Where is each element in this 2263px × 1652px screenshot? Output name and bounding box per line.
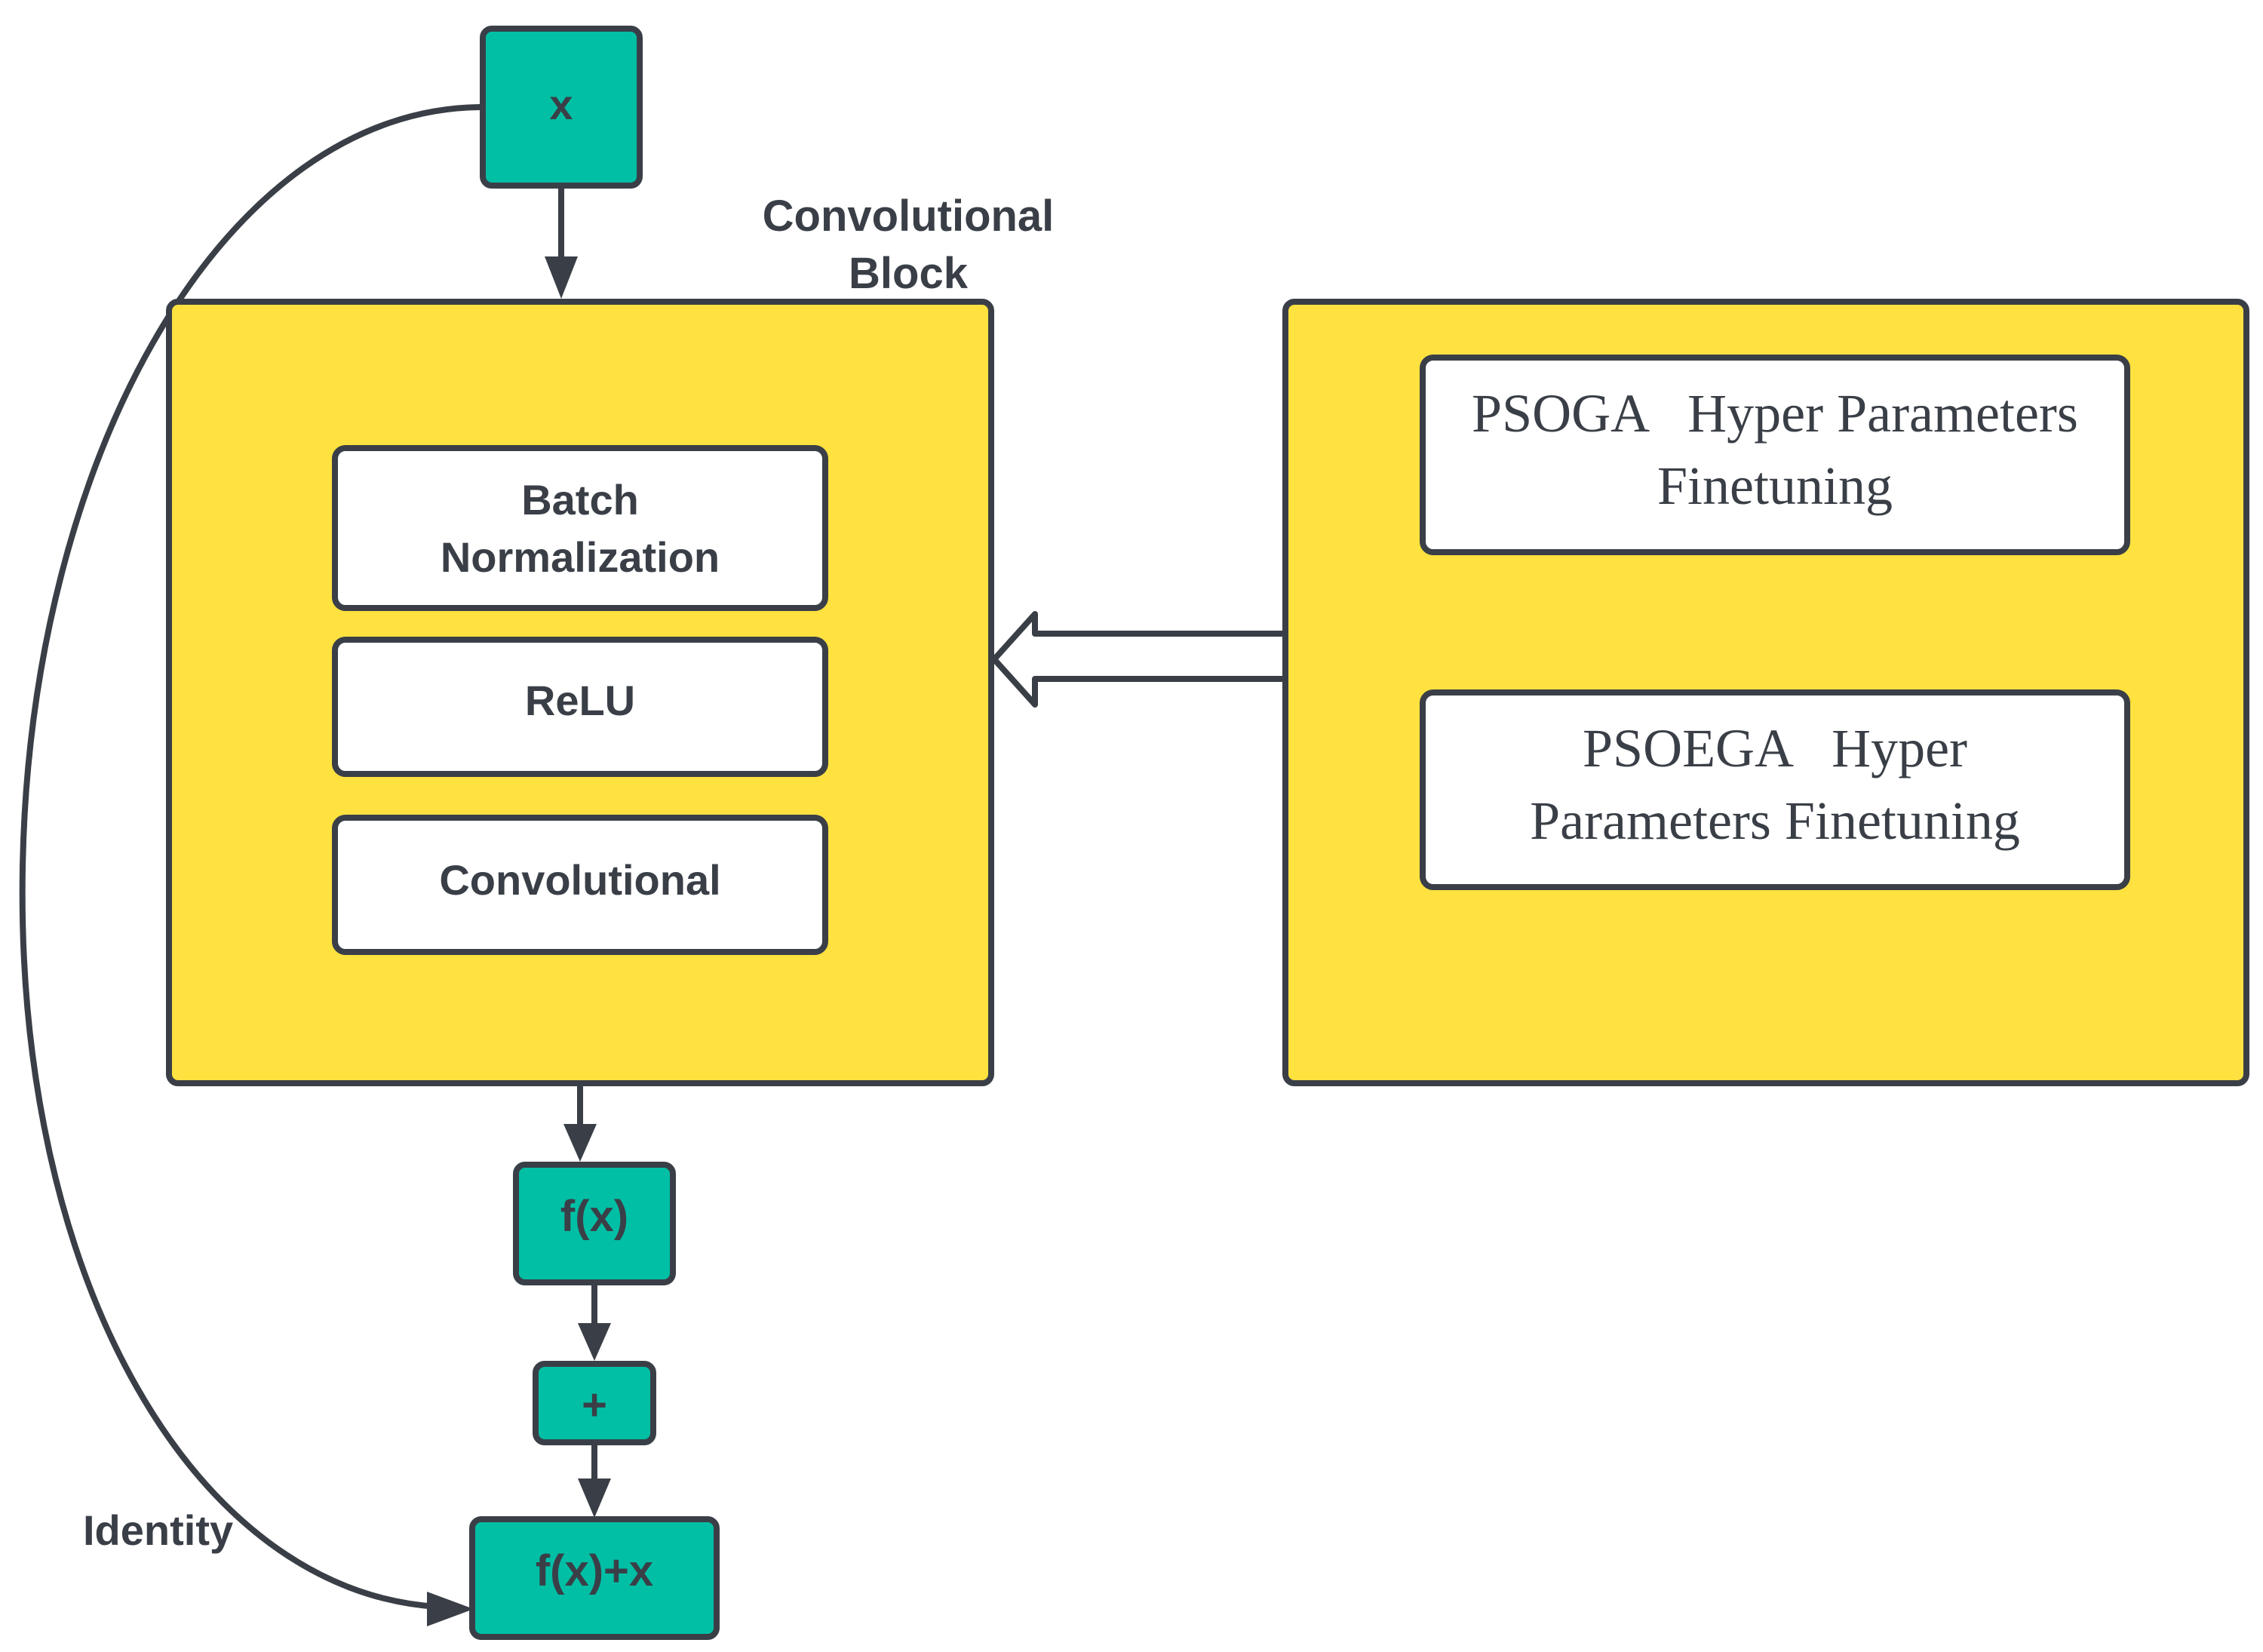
identity-connection-curve [19, 104, 484, 1610]
layer-convolutional-label: Convolutional [439, 856, 720, 904]
conv-block-title-line2: Block [849, 249, 969, 298]
psoega-box [1420, 689, 2130, 890]
psoga-line2: Finetuning [1657, 456, 1893, 516]
input-node-label: x [549, 81, 573, 128]
identity-label: Identity [83, 1506, 233, 1554]
tuning-to-conv-arrow [991, 611, 1288, 708]
fx-node-label: f(x) [560, 1192, 628, 1241]
arrow-plus-to-sum-head [578, 1479, 611, 1518]
psoga-line1: PSOGA Hyper Parameters [1472, 383, 2078, 444]
sum-node-label: f(x)+x [536, 1546, 653, 1595]
arrow-fx-to-plus-head [578, 1323, 611, 1361]
layer-box-convolutional [332, 815, 828, 955]
sum-node [469, 1516, 720, 1640]
arrow-conv-to-fx-head [563, 1124, 597, 1162]
layer-box-batch-norm [332, 445, 828, 611]
psoga-box [1420, 355, 2130, 555]
layer-batch-norm-line2: Normalization [441, 533, 720, 581]
conv-block-title-line1: Convolutional [763, 192, 1055, 241]
layer-batch-norm-line1: Batch [521, 476, 639, 524]
layer-relu-label: ReLU [525, 677, 635, 724]
identity-arrowhead [427, 1592, 474, 1626]
layer-box-relu [332, 637, 828, 777]
arrow-x-to-conv-head [545, 256, 578, 299]
psoega-line1: PSOEGA Hyper [1583, 718, 1967, 778]
plus-node-label: + [582, 1380, 607, 1429]
psoega-line2: Parameters Finetuning [1530, 791, 2020, 851]
